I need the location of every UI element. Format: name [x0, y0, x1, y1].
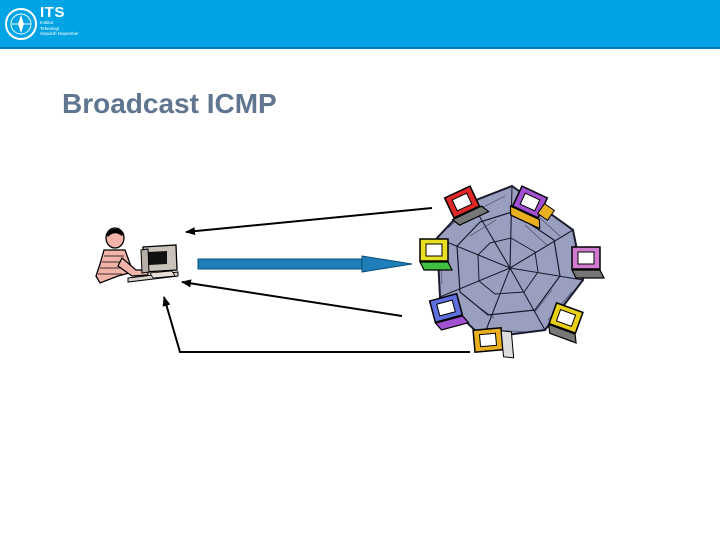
reply-arrow-top [185, 207, 433, 236]
computer-icon [536, 202, 556, 222]
broadcast-request-arrow [197, 255, 413, 273]
network-web-icon [435, 184, 585, 340]
computer-icon [443, 185, 490, 226]
computer-icon [472, 327, 515, 359]
computer-icon [571, 246, 605, 279]
computer-icon [548, 301, 584, 344]
person-at-computer-icon [95, 227, 179, 284]
computer-icon [509, 185, 549, 230]
header-bar: ITS Institut Teknologi Sepuluh Nopember [0, 0, 720, 49]
logo-abbr: ITS [40, 4, 65, 21]
logo-line-2: Teknologi [40, 25, 60, 31]
computer-icon [428, 292, 470, 331]
reply-arrow-bottom [162, 296, 470, 353]
computer-icon [419, 238, 453, 271]
logo-line-1: Institut [40, 20, 54, 25]
reply-arrow-middle [181, 279, 403, 317]
logo-text: ITS Institut Teknologi Sepuluh Nopember [40, 5, 79, 37]
slide-title: Broadcast ICMP [62, 88, 277, 119]
its-seal-icon [5, 8, 37, 40]
logo-line-3: Sepuluh Nopember [40, 31, 79, 36]
